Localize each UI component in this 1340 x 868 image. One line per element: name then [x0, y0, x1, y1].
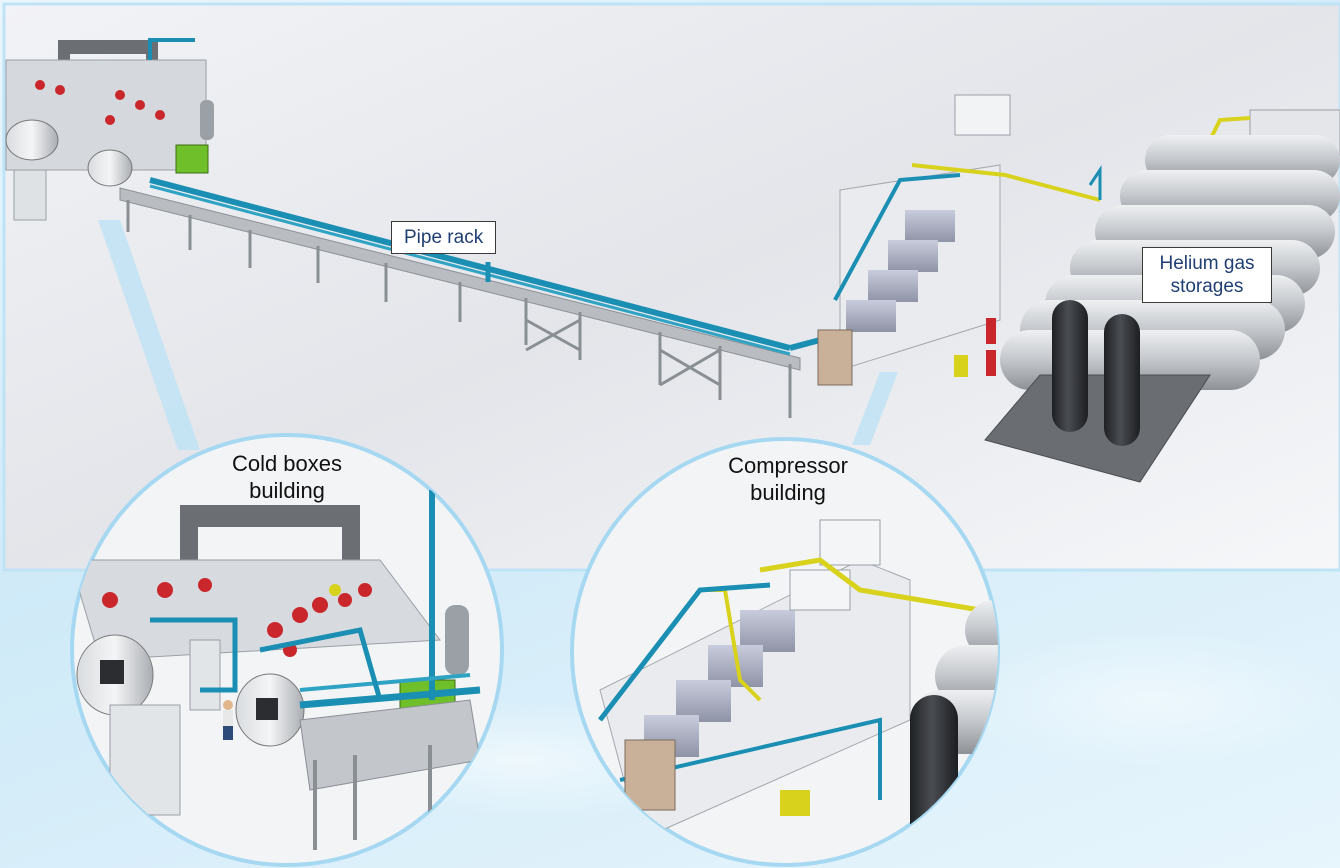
- cold-box-vessel-icon: [87, 149, 133, 187]
- vertical-tank-icon: [1052, 300, 1088, 432]
- comp-title-line1: Compressor: [728, 453, 848, 478]
- compressor-title: Compressor building: [673, 452, 903, 506]
- cold-boxes-detail: [72, 490, 481, 850]
- helium-label-line1: Helium gas: [1159, 253, 1255, 274]
- cold-title-line1: Cold boxes: [231, 451, 343, 476]
- pipe-rack-label: Pipe rack: [391, 221, 497, 254]
- helium-storage-label: Helium gas storages: [1142, 247, 1272, 303]
- cold-title-line2: building: [249, 478, 325, 503]
- vertical-tank-icon: [910, 695, 958, 865]
- pipe-rack-structure: [119, 177, 821, 418]
- compressor-callout-cone: [852, 372, 898, 445]
- cold-box-callout-cone: [98, 220, 200, 450]
- helium-storage-overview: [984, 109, 1340, 483]
- compressor-detail: [598, 519, 998, 865]
- cold-boxes-overview: [5, 38, 214, 221]
- cold-boxes-title: Cold boxes building: [187, 450, 387, 504]
- worker-figure-icon: [223, 700, 233, 740]
- comp-title-line2: building: [750, 480, 826, 505]
- vertical-tank-icon: [1104, 314, 1140, 446]
- cold-box-vessel-icon: [5, 119, 59, 161]
- helium-label-line2: storages: [1170, 276, 1244, 297]
- compressor-overview: [817, 94, 1101, 386]
